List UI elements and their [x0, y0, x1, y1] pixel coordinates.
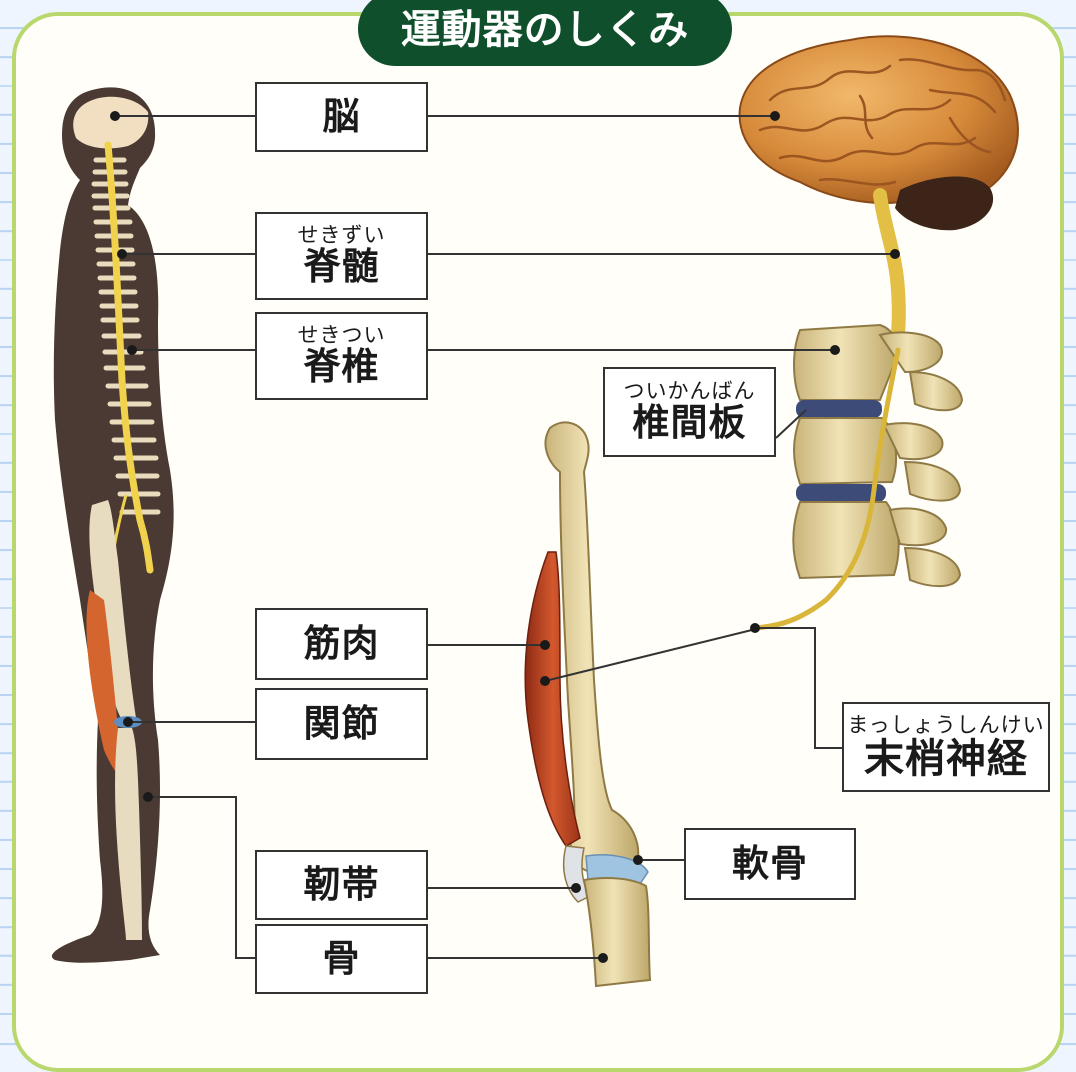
label-spinal-cord-text: 脊髄	[304, 248, 380, 287]
tibia-illustration	[584, 878, 650, 986]
label-peripheral-nerve-ruby: まっしょうしんけい	[847, 715, 1044, 736]
label-bone-text: 骨	[323, 940, 361, 979]
label-intervertebral-disc: ついかんばん 椎間板	[603, 367, 776, 457]
anatomy-illustration	[0, 0, 1076, 1016]
label-joint: 関節	[255, 688, 428, 760]
label-ligament: 靭帯	[255, 850, 428, 920]
label-brain-text: 脳	[323, 98, 361, 137]
label-muscle: 筋肉	[255, 608, 428, 680]
label-spinal-cord: せきずい 脊髄	[255, 212, 428, 300]
label-peripheral-nerve-text: 末梢神経	[864, 738, 1028, 780]
label-spinal-cord-ruby: せきずい	[298, 225, 386, 246]
label-spine-ruby: せきつい	[298, 325, 386, 346]
label-spine-text: 脊椎	[304, 348, 380, 387]
label-disc-text: 椎間板	[633, 404, 747, 443]
label-joint-text: 関節	[304, 705, 380, 744]
label-muscle-text: 筋肉	[304, 625, 380, 664]
label-ligament-text: 靭帯	[304, 866, 380, 905]
label-brain: 脳	[255, 82, 428, 152]
label-disc-ruby: ついかんばん	[624, 381, 756, 402]
label-peripheral-nerve: まっしょうしんけい 末梢神経	[842, 702, 1050, 792]
label-cartilage-text: 軟骨	[732, 845, 808, 884]
label-spine: せきつい 脊椎	[255, 312, 428, 400]
label-bone: 骨	[255, 924, 428, 994]
label-cartilage: 軟骨	[684, 828, 856, 900]
